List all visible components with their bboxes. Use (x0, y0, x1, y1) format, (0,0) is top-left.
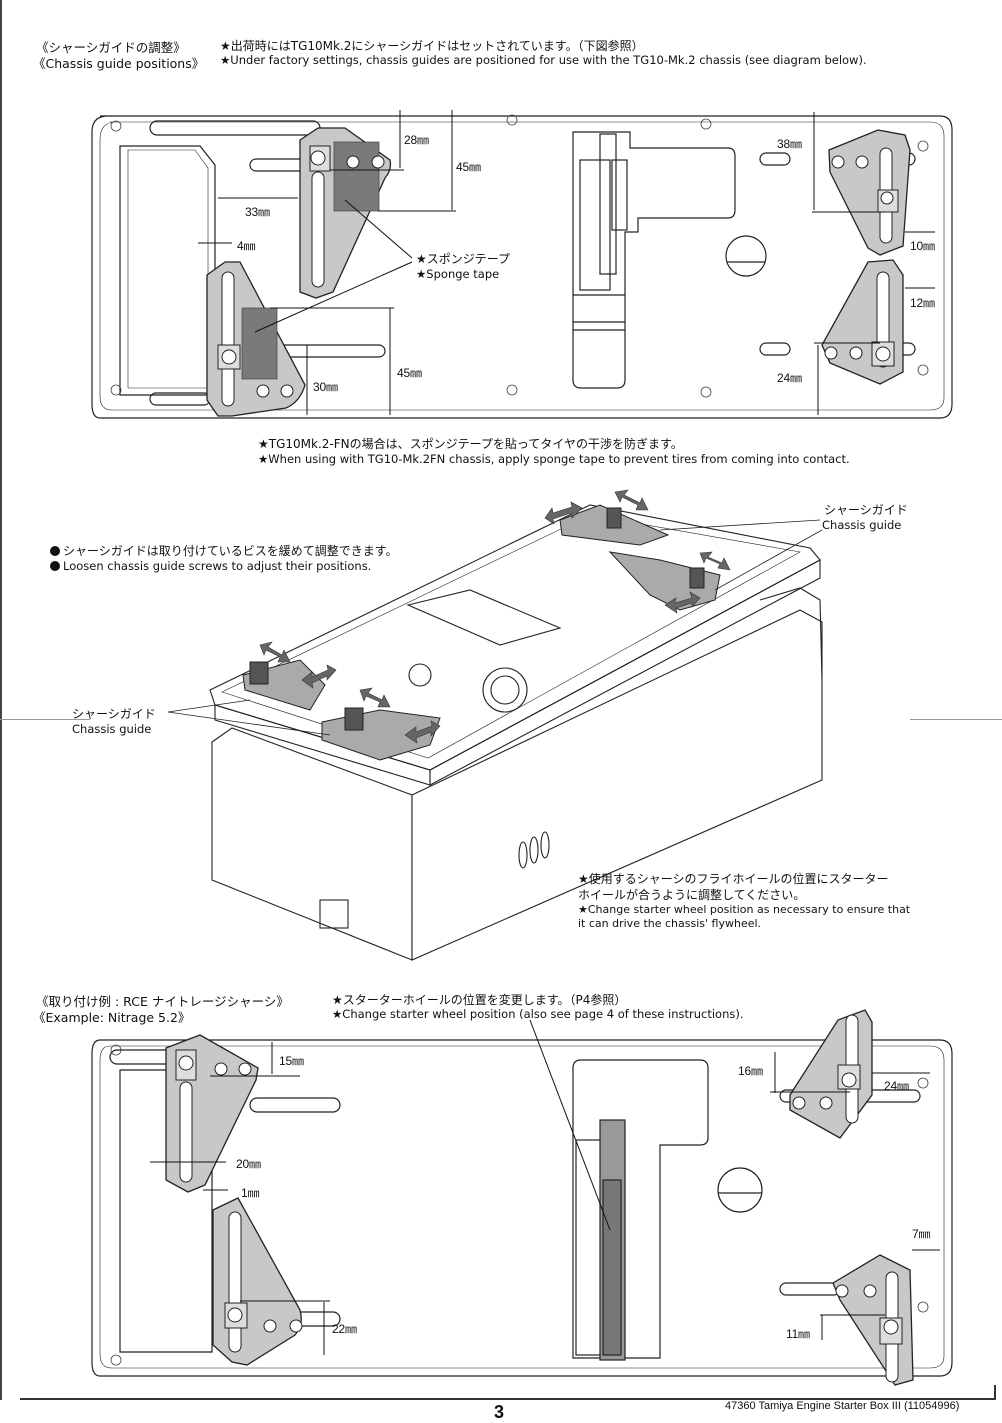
loosen-note-jp: シャーシガイドは取り付けているビスを緩めて調整できます。 (50, 542, 398, 559)
guide-label-left-jp: シャーシガイド (72, 707, 156, 721)
dim-right-bottom-side: 7㎜ (912, 1227, 931, 1241)
dim-rear-left-total: 45㎜ (397, 366, 422, 380)
section1-title-en: 《Chassis guide positions》 (33, 56, 205, 71)
adjustment-arrows (259, 489, 731, 744)
wheel-note-en-line2: it can drive the chassis' flywheel. (578, 917, 762, 930)
section3-note-en: ★Change starter wheel position (also see… (332, 1007, 744, 1021)
dim-right-top: 38㎜ (777, 137, 802, 151)
base-plate-outline (91, 115, 953, 419)
power-switch (319, 899, 349, 929)
center-hole (717, 1167, 763, 1213)
dim-front-left-side: 33㎜ (245, 205, 270, 219)
dim-left-top: 15㎜ (279, 1054, 304, 1068)
dim-right-top-side: 24㎜ (884, 1079, 909, 1093)
fold-line-left (0, 719, 90, 720)
dim-right-bottom: 11㎜ (786, 1327, 810, 1341)
guide-label-left-en: Chassis guide (72, 722, 152, 736)
dim-right-top: 16㎜ (738, 1064, 763, 1078)
guide-label-right-jp: シャーシガイド (824, 503, 908, 517)
leader-line (254, 261, 413, 333)
section1-note-en: ★Under factory settings, chassis guides … (220, 53, 867, 67)
wheel-note-jp-line1: ★使用するシャーシのフライホイールの位置にスターター (578, 872, 889, 886)
dim-left-side: 20㎜ (236, 1157, 261, 1171)
sponge-label-en: ★Sponge tape (416, 267, 500, 281)
base-box-side (411, 609, 823, 961)
dim-rear-left-height: 30㎜ (313, 380, 338, 394)
plate-screws (110, 1044, 929, 1366)
starter-wheel (602, 1179, 622, 1356)
chassis-guide-rear-right (832, 1254, 914, 1386)
loosen-note-en-text: Loosen chassis guide screws to adjust th… (63, 559, 372, 573)
page-number: 3 (494, 1402, 505, 1422)
base-plate-outline (91, 1039, 953, 1377)
diagram-top-view-tg10 (91, 110, 953, 419)
dim-right-bottom: 24㎜ (777, 371, 802, 385)
dim-rear-left-gap: 4㎜ (237, 239, 256, 253)
section1-note-jp: ★出荷時にはTG10Mk.2にシャーシガイドはセットされています。（下図参照） (220, 39, 644, 53)
perspective-guides (242, 504, 721, 761)
guide-label-right-en: Chassis guide (822, 518, 902, 532)
fn-note-en: ★When using with TG10-Mk.2FN chassis, ap… (258, 452, 850, 466)
dim-front-left-top: 28㎜ (404, 133, 429, 147)
starter-motor-assembly (572, 1059, 709, 1359)
chassis-guide-front-right (789, 1009, 873, 1139)
plate-screws (110, 114, 929, 398)
wheel-note-en-line1: ★Change starter wheel position as necess… (578, 903, 911, 916)
document-id: 47360 Tamiya Engine Starter Box III (110… (725, 1400, 960, 1412)
leader-line (344, 199, 413, 259)
section3-note-jp: ★スターターホイールの位置を変更します。（P4参照） (332, 993, 627, 1007)
sponge-label-jp: ★スポンジテープ (416, 252, 511, 266)
center-hole (725, 235, 767, 277)
dim-right-bottom-side: 12㎜ (910, 296, 935, 310)
page-left-border (0, 0, 2, 1400)
fold-line-right (910, 719, 1002, 720)
sponge-tape (333, 141, 380, 212)
dim-left-gap: 1㎜ (241, 1186, 260, 1200)
dim-left-bottom: 22㎜ (332, 1322, 357, 1336)
bullet-icon (50, 546, 60, 556)
sponge-tape (241, 307, 278, 380)
leader-line (529, 1019, 611, 1231)
dim-right-top-side: 10㎜ (910, 239, 935, 253)
fn-note-jp: ★TG10Mk.2-FNの場合は、スポンジテープを貼ってタイヤの干渉を防ぎます。 (258, 437, 683, 451)
chassis-guide-front-left (165, 1034, 259, 1193)
bullet-icon (50, 561, 60, 571)
page-right-border (994, 1385, 996, 1399)
section1-title-jp: 《シャーシガイドの調整》 (36, 40, 186, 55)
chassis-guide-rear-left (206, 261, 306, 417)
page-bottom-border (20, 1398, 996, 1400)
chassis-guide-rear-left (212, 1197, 303, 1366)
section3-title-jp: 《取り付け例 : RCE ナイトレージシャーシ》 (36, 994, 289, 1009)
chassis-guide-front-right (828, 129, 911, 256)
loosen-note-jp-text: シャーシガイドは取り付けているビスを緩めて調整できます。 (63, 544, 398, 558)
diagram-perspective-view (167, 489, 823, 961)
starter-motor-assembly (572, 131, 736, 389)
wheel-note-jp-line2: ホイールが合うように調整してください。 (578, 888, 806, 902)
loosen-note-en: Loosen chassis guide screws to adjust th… (50, 559, 371, 573)
section3-title-en: 《Example: Nitrage 5.2》 (33, 1010, 191, 1025)
dim-front-left-total: 45㎜ (456, 160, 481, 174)
